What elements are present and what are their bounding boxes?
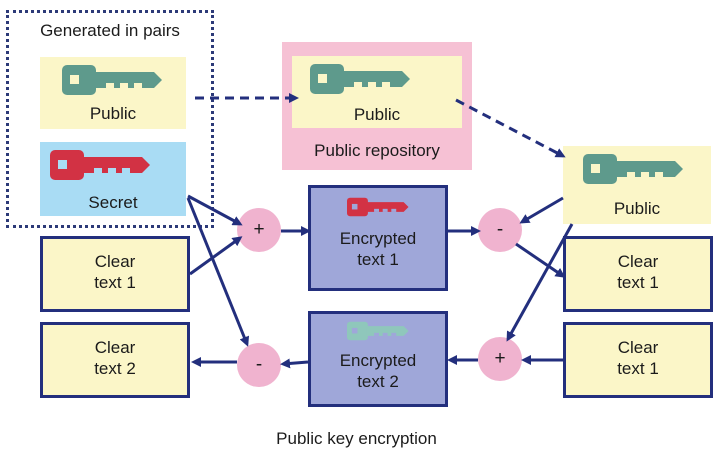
- decrypt-to-cleartext-arrow: [515, 242, 566, 278]
- encrypted-text-1-box: Encrypted text 1: [308, 185, 448, 291]
- public-repository-box: Public Public repository: [282, 42, 472, 170]
- clear-text-2-box: Clear text 2: [40, 322, 190, 398]
- cleartext1-to-encrypt-arrow: [189, 236, 243, 276]
- public-key-box: Public: [40, 57, 186, 129]
- receiver-public-key-box: Public: [563, 146, 711, 224]
- publickey-to-decrypt-arrow: [519, 196, 564, 224]
- decrypt-operator-top: -: [478, 208, 522, 252]
- clear-text-1-box: Clear text 1: [40, 236, 190, 312]
- receiver-public-key-icon: [583, 154, 683, 184]
- receiver-public-key-label: Public: [613, 199, 661, 218]
- right-clear-text-1-bottom-label: Clear text 1: [617, 338, 659, 378]
- encrypted-text-2-label: Encrypted text 2: [339, 351, 417, 391]
- public-key-small-icon: [347, 321, 409, 341]
- public-key-fetch-arrow: [455, 98, 566, 158]
- secret-key-small-icon: [347, 197, 409, 217]
- encrypted-text-1-label: Encrypted text 1: [339, 229, 417, 269]
- public-repository-label: Public repository: [314, 141, 440, 160]
- encrypted-text-2-box: Encrypted text 2: [308, 311, 448, 407]
- encrypt-operator-top: +: [237, 208, 281, 252]
- diagram-caption: Public key encryption: [276, 429, 437, 448]
- public-key-label: Public: [89, 104, 137, 123]
- decrypt-operator-bottom: -: [237, 343, 281, 387]
- encrypt-operator-bottom: +: [478, 337, 522, 381]
- repository-key-label: Public: [353, 105, 401, 124]
- right-clear-text-1-top-box: Clear text 1: [563, 236, 713, 312]
- right-clear-text-1-top-label: Clear text 1: [617, 252, 659, 292]
- public-key-icon: [62, 65, 162, 95]
- repository-public-key-icon: [310, 64, 410, 94]
- secret-key-box: Secret: [40, 142, 186, 216]
- key-pair-group: Generated in pairs: [6, 10, 214, 228]
- clear-text-2-label: Clear text 2: [94, 338, 136, 378]
- secret-key-label: Secret: [88, 193, 138, 212]
- key-pair-group-title: Generated in pairs: [40, 21, 180, 40]
- right-clear-text-1-bottom-box: Clear text 1: [563, 322, 713, 398]
- repository-key-box: Public: [292, 56, 462, 128]
- clear-text-1-label: Clear text 1: [94, 252, 136, 292]
- ciphertext2-to-decrypt-arrow: [280, 358, 309, 369]
- secret-key-icon: [50, 150, 150, 180]
